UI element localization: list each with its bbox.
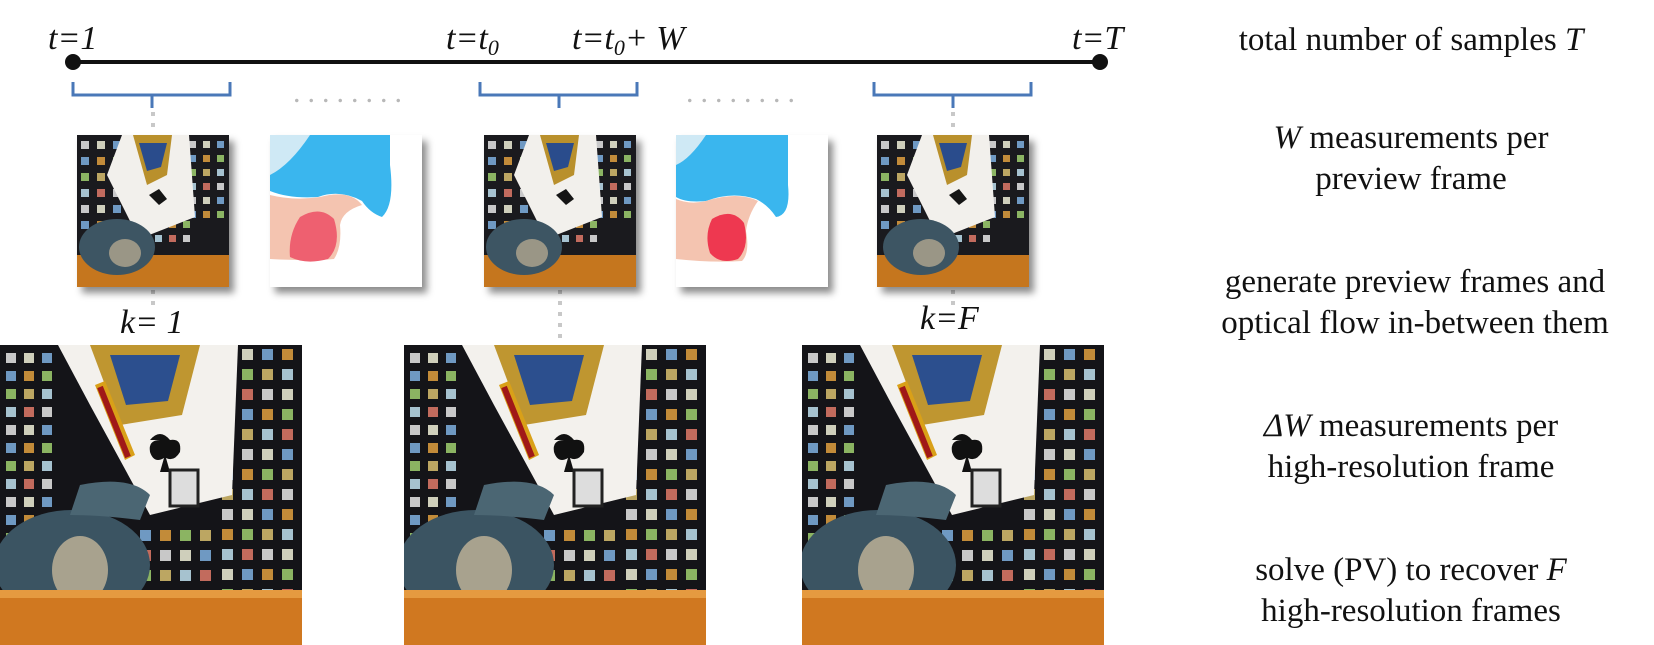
hires-frame-last: [802, 345, 1104, 645]
description-hires-measurements: ΔW measurements per high-resolution fram…: [1263, 408, 1559, 486]
timeline-end-dot: [1092, 54, 1108, 70]
label-t-T: t=T: [1072, 20, 1124, 57]
timeline: [65, 54, 1108, 108]
optical-flow-2: [676, 135, 828, 287]
optical-flow-1: [270, 135, 422, 287]
bracket-3: [872, 82, 1033, 108]
ellipsis-right: ........: [686, 76, 802, 109]
hires-frame-t0: [404, 345, 706, 645]
label-t-t0-plus-w: t=t0+ W: [572, 20, 685, 60]
description-total-samples: total number of samples T: [1238, 22, 1584, 58]
description-preview-measurements: W measurements per preview frame: [1273, 120, 1549, 198]
label-k-first: k= 1: [120, 304, 184, 341]
label-t-1: t=1: [48, 20, 98, 57]
ellipsis-left: ........: [293, 76, 409, 109]
preview-frame-t0: [484, 135, 636, 287]
connector-lines: [151, 112, 955, 346]
label-k-last: k=F: [920, 300, 979, 337]
hires-frame-1: [0, 345, 302, 645]
description-optical-flow: generate preview frames and optical flow…: [1221, 264, 1609, 342]
bracket-2: [478, 82, 639, 108]
timeline-start-dot: [65, 54, 81, 70]
bracket-1: [71, 82, 232, 108]
preview-frame-1: [77, 135, 229, 287]
description-solve-pv: solve (PV) to recover F high-resolution …: [1255, 552, 1567, 630]
preview-frame-last: [877, 135, 1029, 287]
label-t-t0: t=t0: [446, 20, 499, 60]
